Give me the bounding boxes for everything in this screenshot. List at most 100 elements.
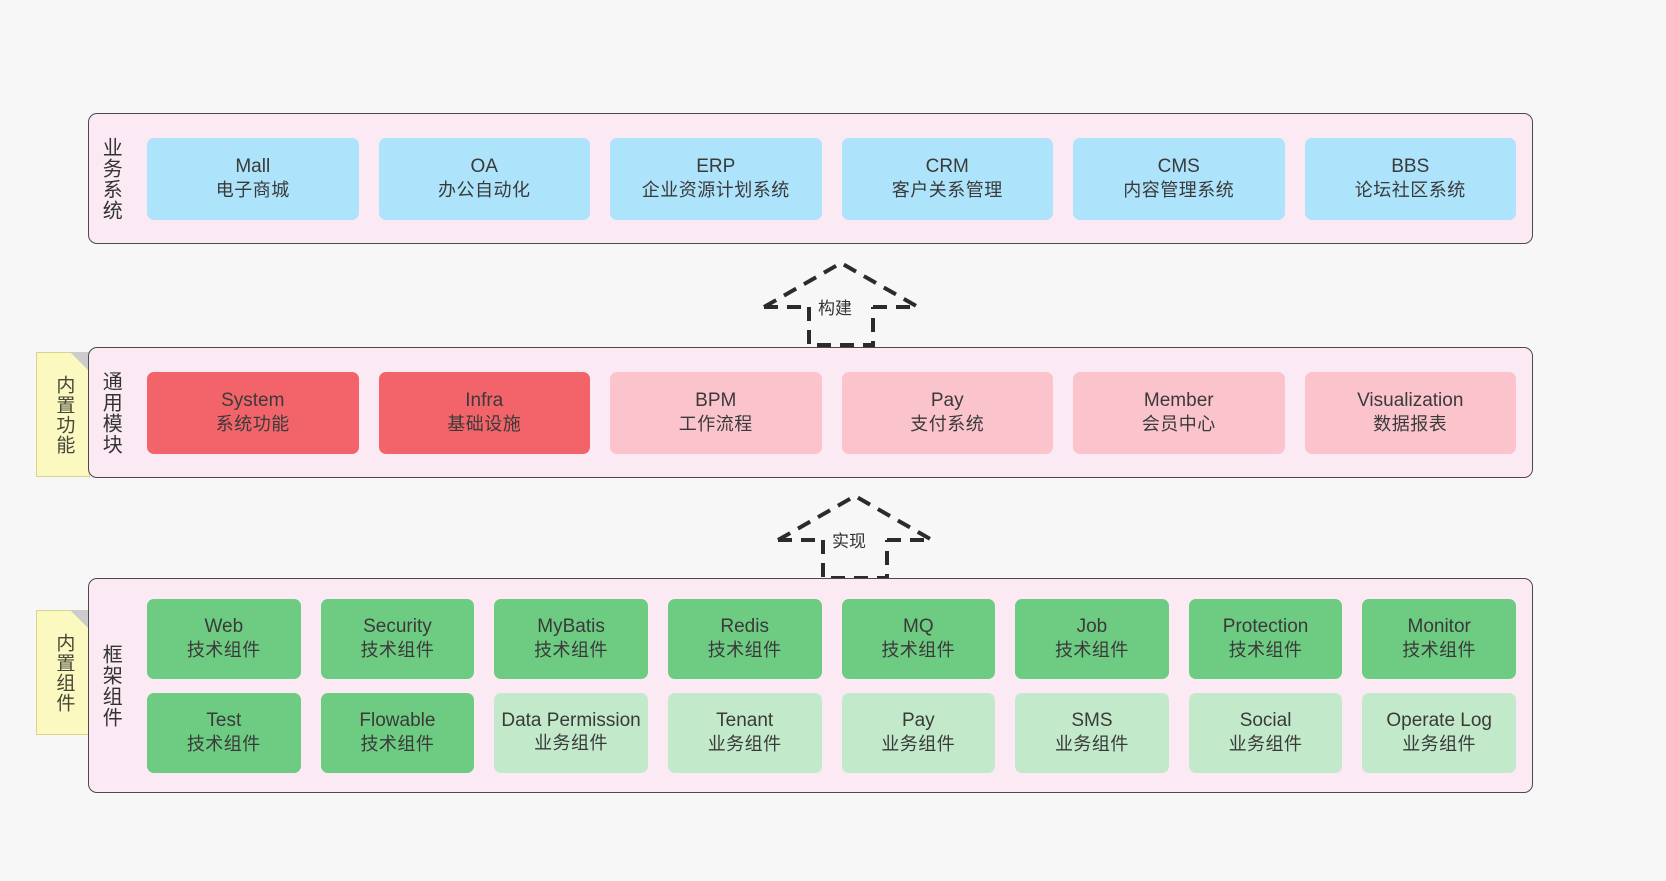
card-security[interactable]: Security 技术组件 — [320, 598, 475, 679]
card-title-cn: 数据报表 — [1373, 414, 1448, 435]
layer-framework-components: 框架组件 Web 技术组件 Security 技术组件 MyBatis 技术组件… — [88, 578, 1533, 793]
card-title-en: Member — [1143, 389, 1214, 411]
card-title-en: Infra — [465, 389, 504, 411]
connector-label-build: 构建 — [818, 299, 852, 318]
card-title-en: BBS — [1391, 155, 1430, 177]
card-social[interactable]: Social 业务组件 — [1188, 692, 1343, 773]
card-title-cn: 企业资源计划系统 — [641, 180, 790, 201]
card-title-en: Data Permission — [501, 709, 641, 731]
card-tenant[interactable]: Tenant 业务组件 — [667, 692, 822, 773]
card-title-cn: 技术组件 — [534, 640, 609, 661]
card-row: Mall 电子商城 OA 办公自动化 ERP 企业资源计划系统 CRM 客户关系… — [147, 137, 1516, 220]
layer-caption-business-systems: 业务系统 — [99, 136, 122, 221]
card-title-cn: 工作流程 — [678, 414, 753, 435]
card-oa[interactable]: OA 办公自动化 — [378, 137, 590, 220]
card-title-cn: 业务组件 — [534, 733, 609, 754]
card-row: Test 技术组件 Flowable 技术组件 Data Permission … — [147, 692, 1516, 773]
layer-caption-common-modules: 通用模块 — [99, 370, 122, 455]
card-system[interactable]: System 系统功能 — [147, 371, 359, 454]
card-job[interactable]: Job 技术组件 — [1015, 598, 1169, 679]
card-erp[interactable]: ERP 企业资源计划系统 — [610, 137, 822, 220]
card-title-en: Pay — [930, 389, 964, 411]
card-title-cn: 技术组件 — [1054, 640, 1129, 661]
connector-label-implement: 实现 — [832, 532, 866, 551]
card-row: System 系统功能 Infra 基础设施 BPM 工作流程 Pay 支付系统… — [147, 371, 1516, 454]
card-test[interactable]: Test 技术组件 — [147, 692, 301, 773]
card-sms[interactable]: SMS 业务组件 — [1015, 692, 1169, 773]
card-crm[interactable]: CRM 客户关系管理 — [841, 137, 1053, 220]
card-title-en: Tenant — [716, 709, 774, 731]
card-mq[interactable]: MQ 技术组件 — [841, 598, 996, 679]
card-title-en: ERP — [696, 155, 736, 177]
card-redis[interactable]: Redis 技术组件 — [667, 598, 822, 679]
card-title-en: CRM — [925, 155, 969, 177]
card-title-cn: 内容管理系统 — [1123, 180, 1235, 201]
card-title-en: BPM — [695, 389, 737, 411]
layer-caption-framework-components: 框架组件 — [99, 643, 122, 728]
card-title-en: MyBatis — [537, 615, 605, 637]
card-title-cn: 论坛社区系统 — [1354, 180, 1466, 201]
card-title-cn: 技术组件 — [186, 640, 261, 661]
card-title-en: CMS — [1157, 155, 1200, 177]
card-title-cn: 业务组件 — [1054, 734, 1129, 755]
card-title-cn: 技术组件 — [360, 640, 435, 661]
card-title-en: SMS — [1071, 709, 1113, 731]
layer-business-systems: 业务系统 Mall 电子商城 OA 办公自动化 ERP 企业资源计划系统 CRM… — [88, 113, 1533, 244]
card-monitor[interactable]: Monitor 技术组件 — [1362, 598, 1516, 679]
card-title-cn: 技术组件 — [1402, 640, 1477, 661]
card-title-en: Visualization — [1357, 389, 1464, 411]
card-title-cn: 基础设施 — [447, 414, 522, 435]
card-title-en: Monitor — [1407, 615, 1471, 637]
card-cms[interactable]: CMS 内容管理系统 — [1073, 137, 1285, 220]
card-title-en: Job — [1076, 615, 1108, 637]
card-title-cn: 系统功能 — [215, 414, 290, 435]
card-web[interactable]: Web 技术组件 — [147, 598, 301, 679]
card-protection[interactable]: Protection 技术组件 — [1188, 598, 1343, 679]
card-title-en: Web — [204, 615, 244, 637]
card-infra[interactable]: Infra 基础设施 — [378, 371, 590, 454]
card-title-en: Operate Log — [1386, 709, 1492, 731]
card-title-cn: 技术组件 — [1228, 640, 1303, 661]
card-member[interactable]: Member 会员中心 — [1073, 371, 1285, 454]
card-operate-log[interactable]: Operate Log 业务组件 — [1362, 692, 1516, 773]
card-title-en: Security — [363, 615, 432, 637]
card-visualization[interactable]: Visualization 数据报表 — [1304, 371, 1516, 454]
card-title-en: Mall — [235, 155, 271, 177]
card-title-cn: 客户关系管理 — [891, 180, 1003, 201]
card-title-cn: 技术组件 — [707, 640, 782, 661]
card-title-cn: 支付系统 — [910, 414, 985, 435]
card-flowable[interactable]: Flowable 技术组件 — [320, 692, 475, 773]
card-title-cn: 办公自动化 — [438, 180, 531, 201]
card-title-cn: 会员中心 — [1141, 414, 1216, 435]
note-builtin-features: 内置功能 — [36, 352, 90, 477]
card-title-cn: 业务组件 — [1402, 734, 1477, 755]
card-title-en: OA — [470, 155, 498, 177]
card-title-cn: 技术组件 — [881, 640, 956, 661]
card-mybatis[interactable]: MyBatis 技术组件 — [494, 598, 648, 679]
layer-common-modules: 通用模块 System 系统功能 Infra 基础设施 BPM 工作流程 Pay… — [88, 347, 1533, 478]
card-data-permission[interactable]: Data Permission 业务组件 — [494, 692, 648, 773]
card-title-en: Pay — [901, 709, 935, 731]
card-title-cn: 业务组件 — [707, 734, 782, 755]
layer-body-common-modules: System 系统功能 Infra 基础设施 BPM 工作流程 Pay 支付系统… — [131, 348, 1532, 477]
card-pay[interactable]: Pay 支付系统 — [841, 371, 1053, 454]
card-title-en: Redis — [720, 615, 769, 637]
card-title-en: Flowable — [359, 709, 436, 731]
card-title-en: Protection — [1222, 615, 1309, 637]
card-row: Web 技术组件 Security 技术组件 MyBatis 技术组件 Redi… — [147, 598, 1516, 679]
card-title-cn: 技术组件 — [186, 734, 261, 755]
layer-body-business-systems: Mall 电子商城 OA 办公自动化 ERP 企业资源计划系统 CRM 客户关系… — [131, 114, 1532, 243]
card-title-cn: 业务组件 — [1228, 734, 1303, 755]
card-bbs[interactable]: BBS 论坛社区系统 — [1304, 137, 1516, 220]
card-mall[interactable]: Mall 电子商城 — [147, 137, 359, 220]
card-bpm[interactable]: BPM 工作流程 — [610, 371, 822, 454]
layer-body-framework-components: Web 技术组件 Security 技术组件 MyBatis 技术组件 Redi… — [131, 579, 1532, 792]
card-title-cn: 业务组件 — [881, 734, 956, 755]
card-title-en: Social — [1239, 709, 1292, 731]
card-pay-business[interactable]: Pay 业务组件 — [841, 692, 996, 773]
card-title-cn: 技术组件 — [360, 734, 435, 755]
note-builtin-components: 内置组件 — [36, 610, 90, 735]
card-title-en: System — [221, 389, 285, 411]
card-title-en: Test — [206, 709, 242, 731]
